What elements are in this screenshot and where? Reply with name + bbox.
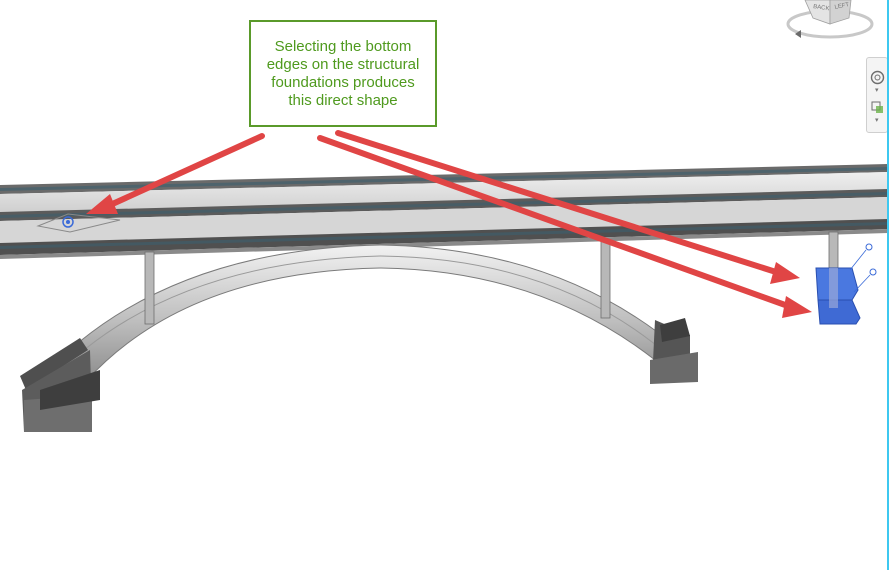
selected-foundation[interactable] bbox=[815, 243, 877, 325]
selected-deck-shape[interactable] bbox=[36, 213, 121, 233]
callout-line-1: Selecting the bottom bbox=[274, 37, 412, 55]
chevron-down-icon[interactable]: ▾ bbox=[875, 116, 879, 124]
deck-lower-surface bbox=[0, 197, 888, 246]
navigation-bar: ▾ ▾ bbox=[866, 57, 888, 133]
deck-middle-rail bbox=[0, 189, 888, 221]
callout-line-4: this direct shape bbox=[288, 91, 398, 109]
callout-note: Selecting the bottom edges on the struct… bbox=[249, 20, 437, 127]
viewcube[interactable]: BACK LEFT bbox=[783, 0, 878, 44]
callout-arrows bbox=[86, 130, 812, 318]
chevron-down-icon[interactable]: ▾ bbox=[875, 86, 879, 94]
left-abutment bbox=[20, 338, 100, 432]
viewport-edge bbox=[887, 0, 889, 570]
zoom-region-icon[interactable] bbox=[870, 100, 885, 115]
deck-far-rail bbox=[0, 164, 888, 194]
viewcube-face-left[interactable]: LEFT bbox=[834, 2, 850, 11]
steering-wheel-icon[interactable] bbox=[870, 70, 885, 85]
piers bbox=[144, 231, 839, 325]
callout-line-2: edges on the structural bbox=[266, 55, 420, 73]
right-abutment bbox=[650, 318, 698, 384]
callout-line-3: foundations produces bbox=[271, 73, 415, 91]
arch bbox=[29, 244, 681, 401]
viewcube-face-back[interactable]: BACK bbox=[813, 4, 830, 12]
